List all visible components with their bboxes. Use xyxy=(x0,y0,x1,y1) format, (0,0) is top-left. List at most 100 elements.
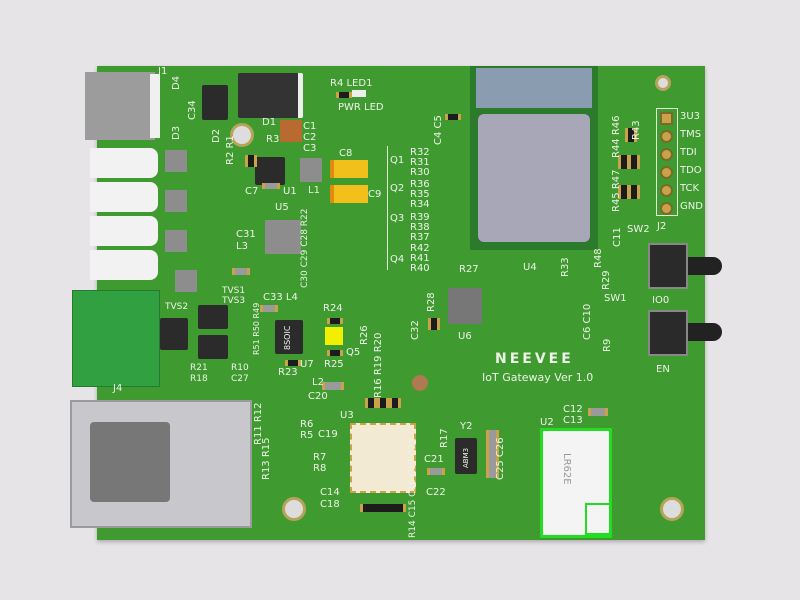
boot-button-plunger[interactable] xyxy=(688,257,722,275)
io-connector-3 xyxy=(90,216,158,246)
resistor xyxy=(365,398,377,408)
silk-label: C20 xyxy=(308,391,328,402)
silk-label: R34 xyxy=(410,199,430,210)
ic-u6 xyxy=(448,288,482,324)
silk-label: C7 xyxy=(245,186,259,197)
rf-shield xyxy=(478,114,590,242)
silk-label: C3 xyxy=(303,143,317,154)
resistor xyxy=(327,350,343,356)
reset-button-plunger[interactable] xyxy=(688,323,722,341)
io-connector-4 xyxy=(90,250,158,280)
transistor-q-frame xyxy=(387,146,388,270)
brand-logo: NEEVEE xyxy=(495,351,574,367)
silk-label: PWR LED xyxy=(338,102,384,113)
silk-label: R37 xyxy=(410,232,430,243)
silk-label: Q4 xyxy=(390,254,405,265)
resistor xyxy=(245,155,257,167)
boot-button-sw2[interactable] xyxy=(648,243,688,289)
silk-label: C8 xyxy=(339,148,353,159)
silk-label: R13 R15 xyxy=(261,437,272,480)
silk-label: Q1 xyxy=(390,155,405,166)
silk-label: L2 xyxy=(312,377,324,388)
capacitor-c9 xyxy=(330,185,368,203)
jtag-pin-tdo xyxy=(660,166,673,179)
jtag-label: TMS xyxy=(680,129,702,140)
sw2-label: SW2 xyxy=(627,224,650,235)
silk-label: R48 xyxy=(593,248,604,268)
silk-label: R21 xyxy=(190,363,208,373)
silk-label: R4 LED1 xyxy=(330,78,373,89)
inductor-l1 xyxy=(300,158,322,182)
silk-label: C19 xyxy=(318,429,338,440)
crystal-y2: ABM3 xyxy=(455,438,477,474)
antenna-pad xyxy=(585,503,611,535)
tvs-diode xyxy=(165,230,187,252)
silk-label: C33 L4 xyxy=(263,292,298,303)
tvs-diode xyxy=(175,270,197,292)
silk-label: R3 xyxy=(266,134,280,145)
silk-label: TVS2 xyxy=(165,302,189,312)
io-connector-1 xyxy=(90,148,158,178)
capacitor xyxy=(428,318,440,330)
silk-label: R30 xyxy=(410,167,430,178)
silk-label: R35 xyxy=(410,189,430,200)
silk-label: TVS3 xyxy=(222,296,246,306)
silk-label: R40 xyxy=(410,263,430,274)
silk-label: C30 C29 C28 R22 xyxy=(300,208,310,289)
jtag-pin-tms xyxy=(660,130,673,143)
board-title: IoT Gateway Ver 1.0 xyxy=(482,371,594,384)
resistor xyxy=(377,398,389,408)
capacitor xyxy=(427,468,445,475)
silk-label: R7 xyxy=(313,452,327,463)
jtag-label: 3U3 xyxy=(680,111,701,122)
resistor xyxy=(336,92,352,98)
reset-button-sw1[interactable] xyxy=(648,310,688,356)
silk-label: D4 xyxy=(171,75,182,90)
silk-label: R9 xyxy=(602,338,613,352)
wifi-module-u4 xyxy=(470,66,598,250)
silk-label: C34 xyxy=(187,100,198,120)
resistor xyxy=(628,155,640,169)
silk-label: R33 xyxy=(560,257,571,277)
jtag-pin-tdi xyxy=(660,148,673,161)
ic-u1 xyxy=(255,157,285,185)
silk-label: Y2 xyxy=(460,421,473,432)
jtag-label: GND xyxy=(680,201,703,212)
diode-d1 xyxy=(238,73,303,118)
silk-label: U5 xyxy=(275,202,289,213)
silk-label: C22 xyxy=(426,487,446,498)
silk-label: R2 R1 xyxy=(225,135,236,165)
silk-label: R29 xyxy=(601,270,612,290)
silk-label: L1 xyxy=(308,185,320,196)
ic-u7: 8SOIC xyxy=(275,320,303,354)
silk-label: J4 xyxy=(113,383,123,394)
jtag-pin-gnd xyxy=(660,202,673,215)
io0-label: IO0 xyxy=(652,295,670,306)
ethernet-rj45-connector xyxy=(70,400,252,528)
silk-label: R23 xyxy=(278,367,298,378)
silk-label: C18 xyxy=(320,499,340,510)
silk-label: R44 R46 xyxy=(611,115,622,158)
mounting-hole xyxy=(282,497,306,521)
tvs2 xyxy=(160,318,188,350)
silk-label: R41 xyxy=(410,253,430,264)
io-connector-2 xyxy=(90,182,158,212)
jtag-ref: J2 xyxy=(657,221,667,232)
resistor xyxy=(285,360,301,366)
silk-label: R5 xyxy=(300,430,314,441)
u4-label: U4 xyxy=(523,262,537,273)
jtag-label: TDO xyxy=(680,165,702,176)
silk-label: C9 xyxy=(368,189,382,200)
silk-label: R14 C15 C16 C17 C23 xyxy=(408,437,418,538)
silk-label: D1 xyxy=(262,117,277,128)
terminal-block xyxy=(72,290,160,387)
capacitor xyxy=(588,408,608,416)
silk-label: C4 C5 xyxy=(433,115,444,145)
silk-label: R51 R50 R49 xyxy=(252,302,261,355)
silk-label: U7 xyxy=(300,359,314,370)
capacitor xyxy=(260,305,278,312)
silk-label: C32 xyxy=(410,320,421,340)
resistor xyxy=(389,398,401,408)
capacitor xyxy=(232,268,250,275)
lora-marking: LR62E xyxy=(561,453,572,485)
